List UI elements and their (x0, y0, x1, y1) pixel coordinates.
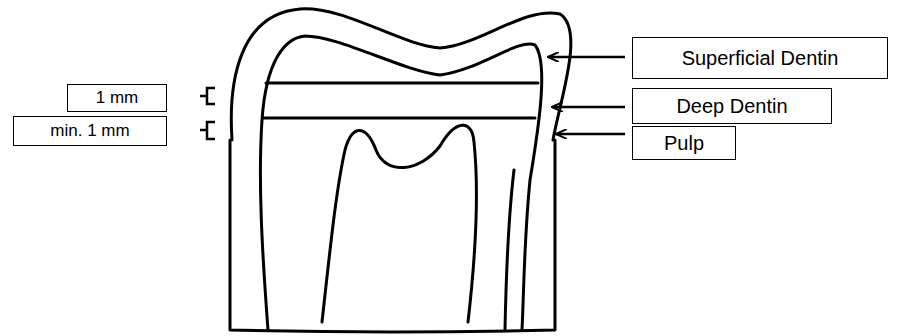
enamel-outline (231, 9, 571, 140)
label-box: Deep Dentin (632, 88, 832, 124)
label-text: min. 1 mm (50, 121, 129, 141)
pulp-outline (322, 125, 476, 322)
dimension-box: 1 mm (67, 84, 167, 112)
label-text: Deep Dentin (676, 95, 787, 118)
leader-arrow (552, 106, 625, 109)
label-box: Superficial Dentin (632, 37, 888, 79)
dimension-bracket (200, 122, 215, 139)
label-text: 1 mm (96, 88, 139, 108)
label-text: Pulp (664, 132, 704, 155)
layer-line (266, 82, 538, 85)
dentin-outline (260, 36, 541, 330)
leader-arrow (556, 133, 625, 136)
embedding-block (230, 140, 555, 332)
leader-arrow (548, 56, 625, 59)
dimension-box: min. 1 mm (13, 116, 167, 146)
label-text: Superficial Dentin (682, 47, 839, 70)
label-box: Pulp (632, 126, 736, 160)
root-line (505, 170, 514, 330)
dimension-bracket (200, 88, 215, 104)
layer-line (263, 117, 535, 120)
